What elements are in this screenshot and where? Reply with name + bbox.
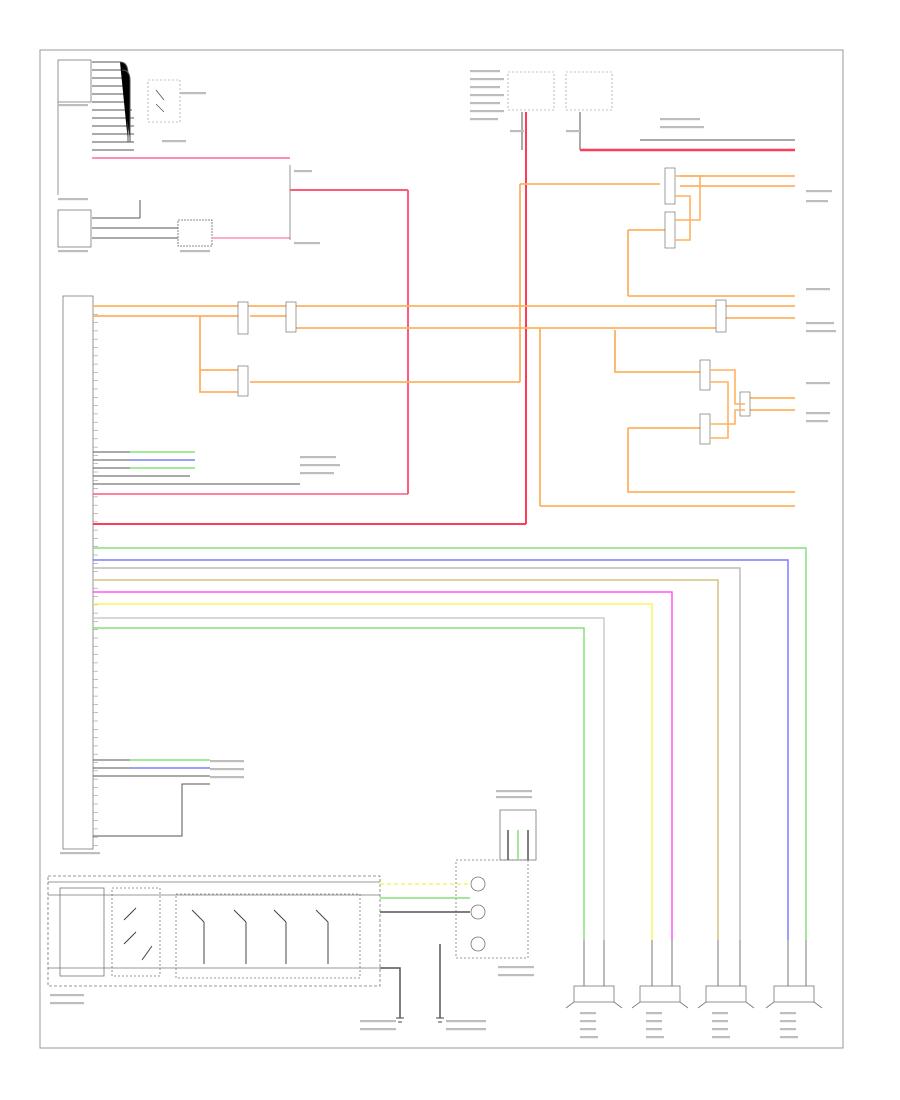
label-stub [712, 1020, 728, 1023]
label-stub [294, 242, 320, 245]
label-stub [58, 198, 88, 201]
label-stub [210, 776, 244, 779]
clock-spring-wires [380, 830, 529, 1018]
label-stub [580, 1020, 596, 1023]
label-stub [712, 1028, 728, 1031]
label-stub [580, 1012, 596, 1015]
label-stub [498, 966, 534, 969]
label-stub [712, 1012, 728, 1015]
label-stub [58, 250, 88, 253]
speaker-units [565, 985, 823, 1009]
label-stub [646, 1012, 662, 1015]
label-stub [806, 330, 836, 333]
label-stub [806, 190, 832, 193]
speaker-leads [583, 940, 807, 986]
label-stub [580, 1036, 598, 1039]
label-stub [300, 464, 340, 467]
ground-symbols [396, 1017, 444, 1023]
signal-wires-grey [93, 451, 526, 837]
label-stub [566, 130, 580, 133]
label-stub [58, 104, 88, 107]
label-stub [210, 760, 244, 763]
label-stub [646, 1028, 662, 1031]
label-stub [470, 70, 500, 73]
top-left-connector-block [57, 59, 290, 248]
label-stub [806, 322, 834, 325]
head-unit-connector [62, 295, 98, 850]
label-stub [496, 790, 532, 793]
label-stub [712, 1036, 730, 1039]
label-stub [496, 796, 532, 799]
label-stub [294, 170, 312, 173]
orange-bus-wires [93, 175, 795, 507]
label-stub [780, 1028, 796, 1031]
label-stub [806, 420, 828, 423]
label-stub [470, 110, 504, 113]
signal-wire-colors [130, 451, 210, 769]
label-stub [780, 1036, 798, 1039]
label-stub [446, 1028, 486, 1031]
label-stub [300, 472, 334, 475]
label-stub [660, 118, 700, 121]
label-stub [470, 94, 504, 97]
speaker-wire-bundle [93, 547, 807, 940]
label-stub [50, 994, 84, 997]
label-stub [498, 974, 534, 977]
label-stub [806, 200, 828, 203]
label-stub [300, 456, 336, 459]
antenna-module-block [92, 165, 409, 494]
label-stub [470, 102, 500, 105]
label-stub [360, 1028, 396, 1031]
label-stub [580, 1028, 596, 1031]
steering-switch-contacts [123, 907, 329, 964]
label-stub [446, 1020, 486, 1023]
fuse-block-top [507, 71, 795, 524]
label-stub [210, 768, 244, 771]
label-stub [780, 1020, 796, 1023]
label-stub [470, 86, 500, 89]
orange-branch-loops [675, 175, 745, 439]
label-stub [180, 250, 210, 253]
label-stub [806, 382, 830, 385]
label-stub [180, 92, 206, 95]
diagram-frame [39, 49, 844, 1049]
label-stub [806, 412, 830, 415]
label-stub [50, 1002, 84, 1005]
label-stub [470, 78, 504, 81]
label-stubs [50, 70, 836, 1039]
label-stub [780, 1012, 796, 1015]
label-stub [162, 140, 186, 143]
steering-switch-panel [47, 875, 381, 987]
label-stub [646, 1020, 662, 1023]
label-stub [360, 1020, 396, 1023]
label-stub [510, 130, 524, 133]
label-stub [470, 118, 498, 121]
label-stub [646, 1036, 664, 1039]
label-stub [660, 126, 704, 129]
label-stub [60, 852, 100, 855]
label-stub [806, 288, 830, 291]
